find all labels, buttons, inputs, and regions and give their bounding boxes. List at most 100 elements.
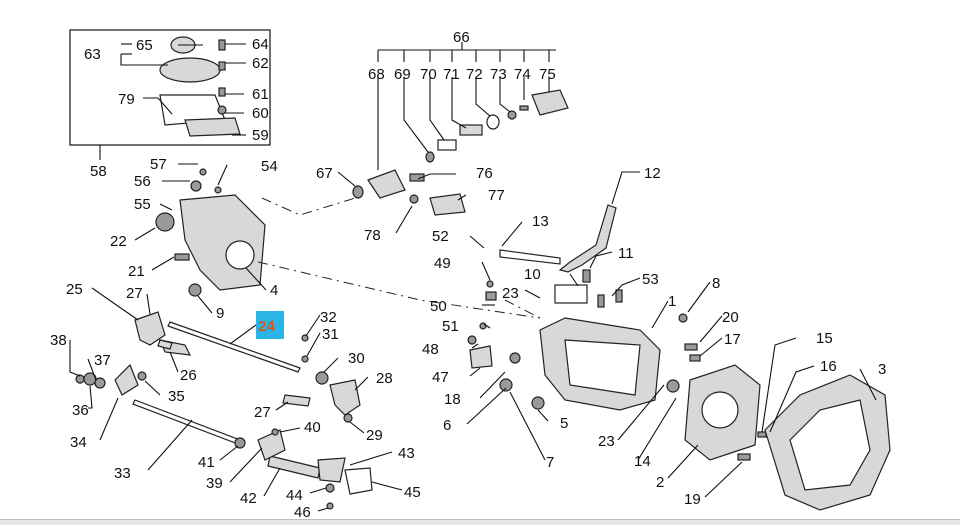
callout-c55: 55	[134, 196, 151, 213]
callout-c60: 60	[252, 105, 269, 122]
ring-69	[425, 151, 435, 163]
lever-39	[257, 429, 286, 461]
pin-32	[301, 334, 309, 342]
bolt-53a	[597, 294, 605, 308]
callout-c38: 38	[50, 332, 67, 349]
callout-c33: 33	[114, 465, 131, 482]
boot-part	[159, 57, 221, 83]
callout-c15: 15	[816, 330, 833, 347]
callout-c9: 9	[216, 305, 224, 322]
pin-8	[678, 313, 688, 323]
callout-c35: 35	[168, 388, 185, 405]
gasket-part	[184, 117, 241, 137]
switch-77	[429, 193, 466, 216]
spring-38	[75, 374, 85, 384]
pin-29	[343, 413, 353, 423]
callout-c7: 7	[546, 454, 554, 471]
callout-c50: 50	[430, 298, 447, 315]
washer-60	[217, 105, 227, 115]
pin-35	[137, 371, 147, 381]
bolt-53b	[615, 289, 623, 303]
callout-c54: 54	[261, 158, 278, 175]
callout-c1: 1	[668, 293, 676, 310]
fork-45	[344, 467, 373, 495]
bolt-18	[509, 352, 521, 364]
callout-c28: 28	[376, 370, 393, 387]
callout-c75: 75	[539, 66, 556, 83]
shift-rod-33	[132, 399, 241, 445]
pin-44	[325, 483, 335, 493]
spring-71	[459, 124, 483, 136]
washer-78	[409, 194, 419, 204]
housing-ribs	[564, 339, 641, 396]
washer-72	[486, 114, 500, 130]
plug-9	[188, 283, 202, 297]
pin-54	[214, 186, 222, 194]
callout-c11: 11	[618, 245, 634, 262]
bolt-48	[467, 335, 477, 345]
screw-50	[485, 291, 497, 301]
plate-47	[469, 345, 493, 369]
callout-c49: 49	[434, 255, 451, 272]
highlight-box-24[interactable]	[256, 311, 284, 339]
bolt-11	[582, 269, 591, 283]
callout-c39: 39	[206, 475, 223, 492]
seal-67	[352, 185, 364, 199]
callout-c14: 14	[634, 453, 651, 470]
callout-c53: 53	[642, 271, 659, 288]
pipe-13	[499, 249, 561, 265]
callout-c79: 79	[118, 91, 135, 108]
callout-c59: 59	[252, 127, 269, 144]
seal-14	[666, 379, 680, 393]
plunger-70	[437, 139, 457, 151]
cap-75	[531, 89, 569, 116]
callout-c2: 2	[656, 474, 664, 491]
callout-c3: 3	[878, 361, 886, 378]
callout-c8: 8	[712, 275, 720, 292]
callout-c40: 40	[304, 419, 321, 436]
bell-housing-inner	[789, 399, 871, 491]
callout-c57: 57	[150, 156, 167, 173]
callout-c31: 31	[322, 326, 339, 343]
plug-7	[499, 378, 513, 392]
bolt-61	[218, 87, 226, 97]
callout-c61: 61	[252, 86, 269, 103]
callout-c65: 65	[136, 37, 153, 54]
callout-c71: 71	[443, 66, 460, 83]
callout-c47: 47	[432, 369, 449, 386]
bolt-19	[737, 453, 751, 461]
bolt-62	[218, 61, 226, 71]
pin-31	[301, 355, 309, 363]
bolt-20	[684, 343, 698, 351]
housing-bore	[225, 240, 255, 270]
plug-5	[531, 396, 545, 410]
callout-c62: 62	[252, 55, 269, 72]
bolt-76	[409, 173, 425, 182]
fork-28	[329, 379, 361, 416]
shift-lever-assembly-frame	[69, 29, 271, 146]
callout-c51: 51	[442, 318, 459, 335]
pin-15	[757, 431, 767, 438]
leader-lines	[69, 43, 877, 512]
callout-c34: 34	[70, 434, 87, 451]
callout-c21: 21	[128, 263, 145, 280]
callout-c19: 19	[684, 491, 701, 508]
plate-10	[554, 284, 588, 304]
callout-24-highlighted[interactable]: 24	[258, 318, 275, 335]
callout-c4: 4	[270, 282, 278, 299]
callout-c41: 41	[198, 454, 215, 471]
footer-divider	[0, 519, 960, 525]
callout-c36: 36	[72, 402, 89, 419]
callout-c12: 12	[644, 165, 661, 182]
fork-34	[114, 363, 139, 396]
callout-c73: 73	[490, 66, 507, 83]
callout-c58: 58	[90, 163, 107, 180]
gear-22-part	[155, 212, 175, 232]
callout-c42: 42	[240, 490, 257, 507]
callout-c44: 44	[286, 487, 303, 504]
callout-c23b: 23	[598, 433, 615, 450]
cover-bore	[701, 391, 739, 429]
callout-c76: 76	[476, 165, 493, 182]
callout-c27b: 27	[254, 404, 271, 421]
callout-c22: 22	[110, 233, 127, 250]
